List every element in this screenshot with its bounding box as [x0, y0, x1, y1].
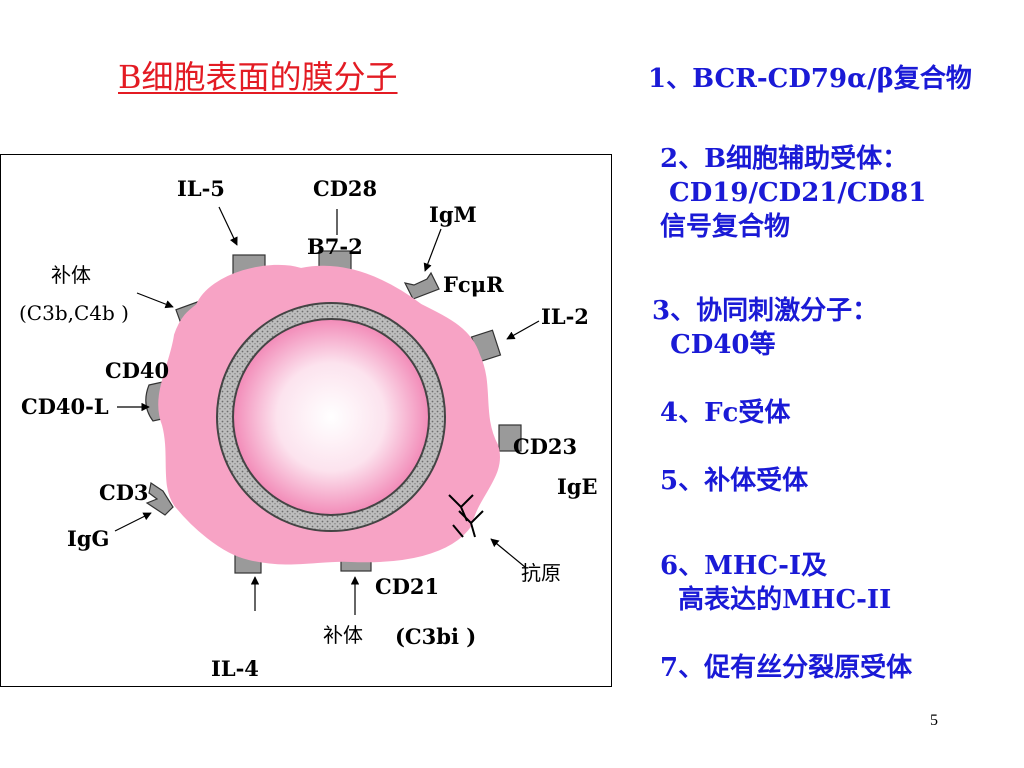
receptor-cd3-igg [145, 482, 174, 516]
list-item: 6、MHC-I及 高表达的MHC-II [660, 549, 891, 617]
list-item-line: 7、促有丝分裂原受体 [660, 653, 913, 683]
label-c3b-c4b: (C3b,C4b ) [19, 301, 129, 325]
label-cd40l: CD40-L [21, 394, 109, 419]
label-complement-bottom: 补体 [323, 623, 363, 647]
list-item-line: 高表达的MHC-II [660, 585, 892, 615]
list-item-line: 3、协同刺激分子： [652, 296, 879, 326]
receptor-cd23 [498, 424, 522, 452]
label-igm: IgM [429, 202, 477, 227]
label-cd28: CD28 [313, 176, 378, 201]
list-item-line: 4、Fc受体 [660, 398, 791, 428]
list-item-line: CD40等 [652, 330, 776, 360]
label-cd21: CD21 [375, 574, 440, 599]
leader-lines [114, 206, 540, 615]
nucleus [232, 318, 430, 516]
label-cd3: CD3 [99, 480, 149, 505]
label-fcmr: FcμR [443, 272, 504, 297]
list-item-line: CD19/CD21/CD81 [660, 178, 927, 208]
arrow-antigen [490, 538, 526, 568]
label-igg: IgG [67, 526, 110, 551]
label-c3bi: (C3bi ) [395, 624, 477, 649]
label-cd40: CD40 [105, 358, 170, 383]
b-cell-drawing [114, 206, 540, 615]
list-item: 4、Fc受体 [660, 396, 790, 430]
slide-title: B细胞表面的膜分子 [118, 58, 398, 96]
label-ige: IgE [557, 474, 598, 499]
receptor-fcmr [403, 271, 440, 300]
label-il5: IL-5 [177, 176, 225, 201]
list-item: 3、协同刺激分子： CD40等 [652, 294, 878, 362]
label-il2: IL-2 [541, 304, 589, 329]
arrow-igg [114, 512, 152, 532]
page-number: 5 [930, 712, 938, 729]
list-item: 5、补体受体 [660, 464, 808, 498]
label-antigen: 抗原 [521, 561, 561, 585]
list-item: 7、促有丝分裂原受体 [660, 651, 912, 685]
label-b72: B7-2 [307, 234, 363, 259]
list-item-line: 1、BCR-CD79α/β复合物 [648, 64, 972, 94]
arrow-il2 [506, 320, 540, 340]
arrow-complement-top [136, 292, 174, 309]
label-complement-top: 补体 [51, 263, 91, 287]
arrow-il5 [218, 206, 238, 246]
list-item-line: 2、B细胞辅助受体： [660, 144, 909, 174]
arrow-igm [423, 228, 442, 272]
label-cd23: CD23 [513, 434, 578, 459]
list-item-line: 5、补体受体 [660, 466, 809, 496]
list-item-line: 信号复合物 [660, 212, 791, 242]
list-item: 1、BCR-CD79α/β复合物 [648, 62, 972, 96]
list-item-line: 6、MHC-I及 [660, 551, 828, 581]
b-cell-diagram: IL-5 CD28 IgM B7-2 补体 (C3b,C4b ) FcμR IL… [0, 154, 612, 687]
list-item: 2、B细胞辅助受体： CD19/CD21/CD81 信号复合物 [660, 142, 926, 244]
antigen-icon [448, 494, 484, 538]
label-il4: IL-4 [211, 656, 259, 681]
